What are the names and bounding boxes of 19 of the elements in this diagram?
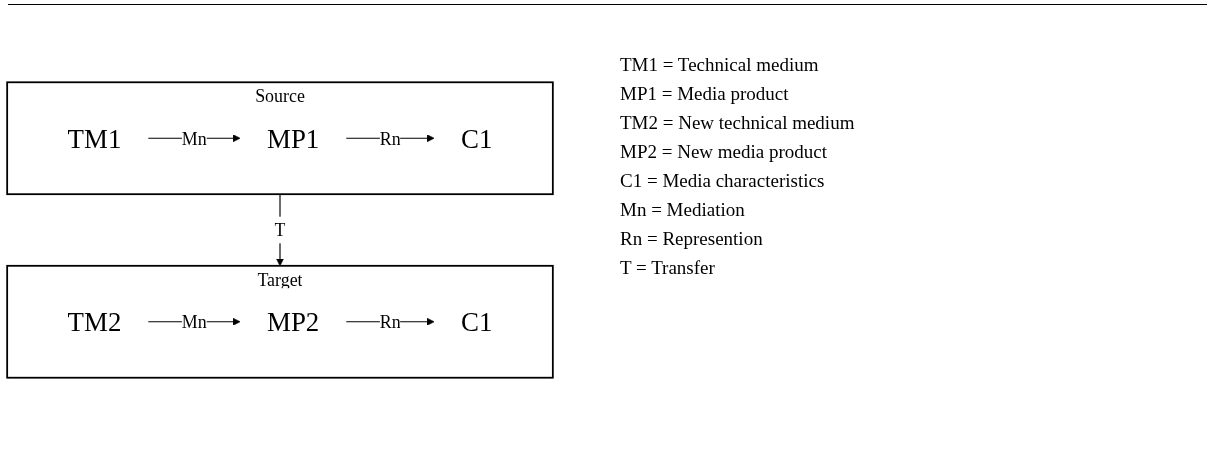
node-text: MP1 (267, 123, 320, 154)
edge-label: Mn (181, 128, 207, 149)
key-text: MP1 = Media product (620, 82, 790, 106)
key-text: C1 = Media characteristics (620, 169, 826, 193)
edge-label: T (274, 220, 286, 240)
key-text: TM2 = New technical medium (620, 111, 855, 135)
key-text: MP2 = New media product (620, 140, 828, 164)
edge-label: Mn (181, 311, 207, 332)
key-text: TM1 = Technical medium (620, 53, 820, 77)
edge-label: Rn (379, 311, 401, 332)
edge-label: Rn (379, 128, 401, 149)
node-text: C1 (461, 123, 493, 154)
node-text: C1 (461, 306, 493, 337)
node-text: TM2 (67, 306, 122, 337)
node-text: MP2 (267, 306, 320, 337)
node-text: TM1 (67, 123, 122, 154)
key-text: T = Transfer (620, 256, 716, 280)
key-text: Rn = Represention (620, 227, 764, 251)
key-text: Mn = Mediation (620, 198, 746, 222)
